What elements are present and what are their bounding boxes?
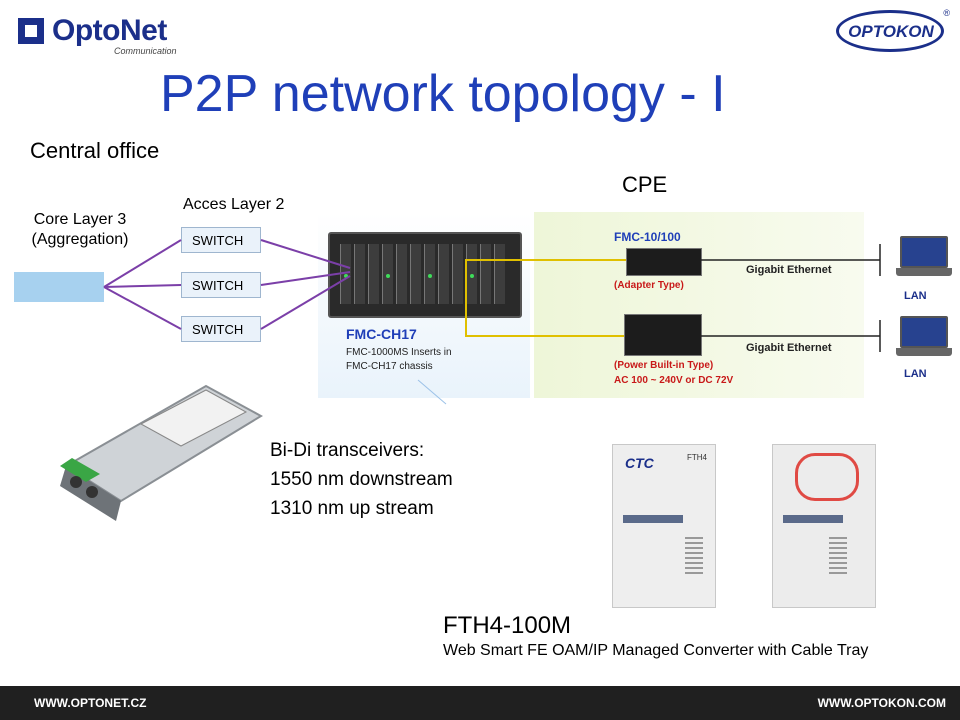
fth-port-row: [783, 515, 843, 523]
access-switch-1: SWITCH: [181, 227, 261, 253]
fth-brand: CTC: [625, 455, 654, 471]
switch-to-chassis-link: [260, 271, 351, 286]
central-office-heading: Central office: [30, 138, 160, 163]
transceiver-line-2: 1550 nm downstream: [270, 469, 453, 490]
core-layer-line2: (Aggregation): [31, 231, 129, 248]
footer-bar: WWW.OPTONET.CZ WWW.OPTOKON.COM: [0, 686, 960, 720]
fth-port-row: [623, 515, 683, 523]
chassis-slot: [494, 244, 505, 304]
cpe-power-spec: AC 100 ~ 240V or DC 72V: [614, 375, 734, 386]
switch-to-chassis-link: [260, 239, 351, 269]
fmc-adapter-device-image: [626, 248, 702, 276]
chassis-note-2: FMC-CH17 chassis: [346, 361, 433, 372]
core-layer-line1: Core Layer 3: [33, 211, 127, 228]
fiber-link-to-powered-cpe: [465, 276, 624, 337]
chassis-slot: [396, 244, 407, 304]
optonet-logo: OptoNet Communication: [18, 14, 178, 56]
cpe-adapter-type: (Adapter Type): [614, 280, 684, 291]
fiber-loop-icon: [795, 453, 859, 501]
status-led-icon: [428, 274, 432, 278]
cpe-power-type: (Power Built-in Type): [614, 360, 714, 371]
chassis-slot: [480, 244, 491, 304]
core-switch-box: [14, 272, 104, 302]
fmc-powered-device-image: [624, 314, 702, 356]
status-led-icon: [386, 274, 390, 278]
sfp-latch: [60, 458, 100, 482]
fth-vent-icon: [829, 537, 847, 577]
lan-label-2: LAN: [904, 368, 927, 380]
sfp-port-icon: [86, 486, 98, 498]
chassis-notes: FMC-1000MS Inserts in FMC-CH17 chassis: [346, 346, 452, 374]
optokon-logo: OPTOKON ®: [832, 8, 950, 56]
gigabit-ethernet-label-1: Gigabit Ethernet: [746, 264, 832, 276]
access-layer-label: Acces Layer 2: [183, 196, 285, 213]
optokon-logo-text: OPTOKON: [848, 22, 934, 41]
footer-right-url[interactable]: WWW.OPTOKON.COM: [817, 696, 946, 710]
sfp-label: [139, 389, 248, 447]
optonet-logo-text: OptoNet: [52, 14, 167, 47]
laptop-icon: [900, 316, 948, 348]
chassis-note-1: FMC-1000MS Inserts in: [346, 347, 452, 358]
fiber-link-to-adapter-cpe: [465, 259, 626, 276]
laptop-base-icon: [896, 268, 952, 276]
core-layer-label: Core Layer 3 (Aggregation): [10, 210, 150, 250]
status-led-icon: [470, 274, 474, 278]
sfp-transceiver-image: [60, 384, 264, 521]
registered-mark: ®: [943, 8, 950, 18]
optonet-logo-subtext: Communication: [114, 46, 177, 56]
chassis-pointer-line: [417, 379, 447, 405]
cpe-panel: [534, 212, 864, 398]
lan-label-1: LAN: [904, 290, 927, 302]
gigabit-ethernet-label-2: Gigabit Ethernet: [746, 342, 832, 354]
fth-description: Web Smart FE OAM/IP Managed Converter wi…: [443, 642, 869, 659]
fth-title: FTH4-100M: [443, 612, 572, 639]
optonet-logo-mark-icon: [18, 18, 44, 44]
laptop-base-icon: [896, 348, 952, 356]
fth-device-closed-image: CTC FTH4: [612, 444, 716, 608]
cpe-model: FMC-10/100: [614, 230, 681, 244]
chassis-name: FMC-CH17: [346, 326, 417, 342]
fth-vent-icon: [685, 537, 703, 577]
transceiver-description: Bi-Di transceivers: 1550 nm downstream 1…: [270, 436, 453, 523]
chassis-slot: [368, 244, 379, 304]
fth-device-open-image: [772, 444, 876, 608]
core-to-switch-2-link: [103, 284, 182, 288]
access-switch-2: SWITCH: [181, 272, 261, 298]
access-switch-3: SWITCH: [181, 316, 261, 342]
laptop-icon: [900, 236, 948, 268]
footer-left-url[interactable]: WWW.OPTONET.CZ: [34, 696, 147, 710]
chassis-slot: [354, 244, 365, 304]
switch-to-chassis-link: [260, 275, 351, 330]
chassis-slot: [452, 244, 463, 304]
transceiver-line-1: Bi-Di transceivers:: [270, 440, 425, 461]
optokon-logo-ring-icon: [836, 10, 944, 52]
slide-title: P2P network topology - I: [160, 65, 726, 123]
status-led-icon: [344, 274, 348, 278]
core-to-switch-1-link: [103, 239, 182, 288]
sfp-port-icon: [70, 476, 82, 488]
chassis-slot: [438, 244, 449, 304]
chassis-slot: [410, 244, 421, 304]
fth-model-tag: FTH4: [687, 453, 707, 462]
cpe-heading: CPE: [622, 172, 668, 197]
transceiver-line-3: 1310 nm up stream: [270, 498, 434, 519]
fmc-chassis-image: [328, 232, 522, 318]
core-to-switch-3-link: [103, 286, 182, 330]
